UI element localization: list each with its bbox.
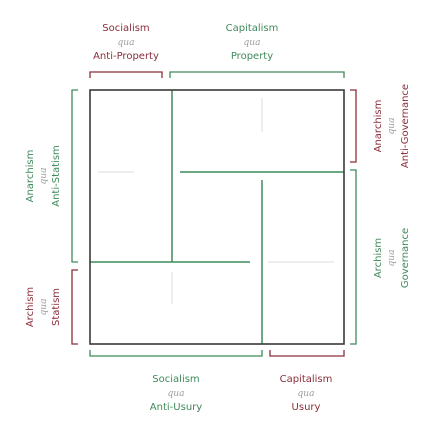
bracket-top-right	[169, 71, 345, 78]
bracket-bottom-right	[269, 350, 345, 357]
label-right-lower-qua: qua	[387, 250, 397, 267]
label-top-right: Capitalism qua Property	[226, 23, 279, 62]
bracket-bottom-left	[89, 350, 263, 357]
label-top-right-ideology: Capitalism	[226, 23, 279, 34]
bracket-right-lower	[350, 169, 357, 345]
bracket-left-lower	[71, 269, 78, 345]
label-bottom-right: Capitalism qua Usury	[280, 374, 333, 413]
label-left-lower: Archism qua Statism	[25, 287, 62, 327]
label-bottom-right-ideology: Capitalism	[280, 374, 333, 385]
label-left-lower-ideology: Archism	[25, 287, 36, 327]
label-bottom-right-stance: Usury	[292, 402, 321, 413]
label-left-upper-ideology: Anarchism	[25, 150, 36, 203]
label-top-left: Socialism qua Anti-Property	[93, 23, 159, 62]
label-right-upper-stance: Anti-Governance	[400, 84, 411, 168]
label-bottom-left-qua: qua	[168, 389, 185, 399]
label-bottom-right-qua: qua	[298, 389, 315, 399]
label-right-upper-qua: qua	[387, 118, 397, 135]
label-top-left-qua: qua	[118, 38, 135, 48]
label-left-upper: Anarchism qua Anti-Statism	[25, 145, 62, 207]
main-square-frame	[89, 89, 345, 345]
label-left-lower-qua: qua	[39, 299, 49, 316]
label-bottom-left-stance: Anti-Usury	[150, 402, 202, 413]
label-right-lower: Archism qua Governance	[373, 228, 411, 288]
label-right-upper-ideology: Anarchism	[373, 100, 384, 153]
bracket-top-left	[89, 71, 163, 78]
label-bottom-left: Socialism qua Anti-Usury	[150, 374, 202, 413]
label-top-right-qua: qua	[244, 38, 261, 48]
label-top-right-stance: Property	[231, 51, 273, 62]
bracket-left-upper	[71, 89, 78, 263]
partition-lines	[90, 90, 344, 344]
label-right-lower-stance: Governance	[400, 228, 411, 288]
label-top-left-stance: Anti-Property	[93, 51, 159, 62]
bracket-right-upper	[350, 89, 357, 163]
label-left-upper-stance: Anti-Statism	[51, 145, 62, 207]
label-right-upper: Anarchism qua Anti-Governance	[373, 84, 411, 168]
label-top-left-ideology: Socialism	[102, 23, 149, 34]
label-bottom-left-ideology: Socialism	[152, 374, 199, 385]
label-left-upper-qua: qua	[39, 168, 49, 185]
label-left-lower-stance: Statism	[51, 288, 62, 326]
guide-lines	[98, 98, 334, 304]
label-right-lower-ideology: Archism	[373, 238, 384, 278]
